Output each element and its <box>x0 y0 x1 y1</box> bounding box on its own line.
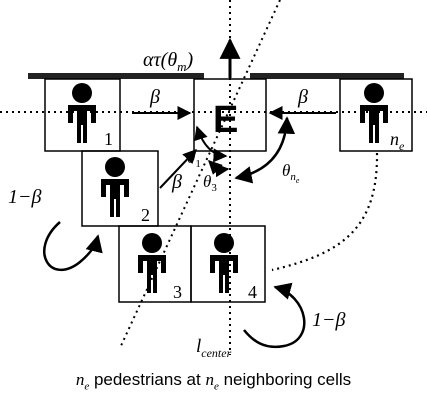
figure-caption: ne pedestrians at ne neighboring cells <box>0 370 427 392</box>
pedestrian-2-icon <box>101 157 129 217</box>
exit-label: E <box>213 99 238 141</box>
one-minus-beta-right-label: 1−β <box>312 309 345 331</box>
stay-loop-arrow-4 <box>243 282 306 349</box>
theta-ne-label: θne <box>282 161 300 185</box>
caption-n-2: n <box>205 370 214 389</box>
pedestrian-4-icon <box>210 233 238 293</box>
theta-ne-arc <box>234 116 296 184</box>
theta1-label: θ1 <box>187 148 201 170</box>
beta-arrow-diagonal <box>159 148 197 189</box>
stay-loop-arrow-2 <box>43 221 103 272</box>
theta3-arc <box>208 160 230 178</box>
beta-right-label: β <box>297 86 308 108</box>
one-minus-beta-left-label: 1−β <box>8 186 41 208</box>
cell-2-label: 2 <box>141 205 150 225</box>
caption-n-1: n <box>75 370 85 389</box>
theta3-label: θ3 <box>203 172 217 194</box>
right-wall <box>250 73 404 79</box>
cell-ne-label: ne <box>390 129 405 153</box>
theta1-arc <box>194 125 228 163</box>
ne-to-cell4-dotted-curve <box>271 152 379 272</box>
caption-text-1: pedestrians at <box>89 370 206 389</box>
diagonal-dotted-line <box>119 0 281 349</box>
pedestrian-exit-diagram: 1 2 3 4 ne E ατ(θm) β β β θ1 θ3 θne 1−β … <box>0 0 427 360</box>
caption-text-2: neighboring cells <box>218 370 352 389</box>
left-wall <box>28 73 204 79</box>
pedestrian-1-icon <box>68 83 96 143</box>
cell-4-label: 4 <box>248 282 257 302</box>
cell-1-label: 1 <box>104 129 113 149</box>
caption-e-2: e <box>213 380 219 393</box>
pedestrian-ne-icon <box>360 83 388 143</box>
beta-left-label: β <box>149 86 160 108</box>
alpha-tau-label: ατ(θm) <box>143 49 194 74</box>
caption-e-1: e <box>84 380 90 393</box>
beta-diagonal-label: β <box>171 171 182 193</box>
center-line-label: lcenter <box>196 336 232 360</box>
pedestrian-3-icon <box>138 233 166 293</box>
cell-4 <box>190 225 266 303</box>
cell-3-label: 3 <box>173 282 182 302</box>
cell-ne <box>339 78 413 152</box>
